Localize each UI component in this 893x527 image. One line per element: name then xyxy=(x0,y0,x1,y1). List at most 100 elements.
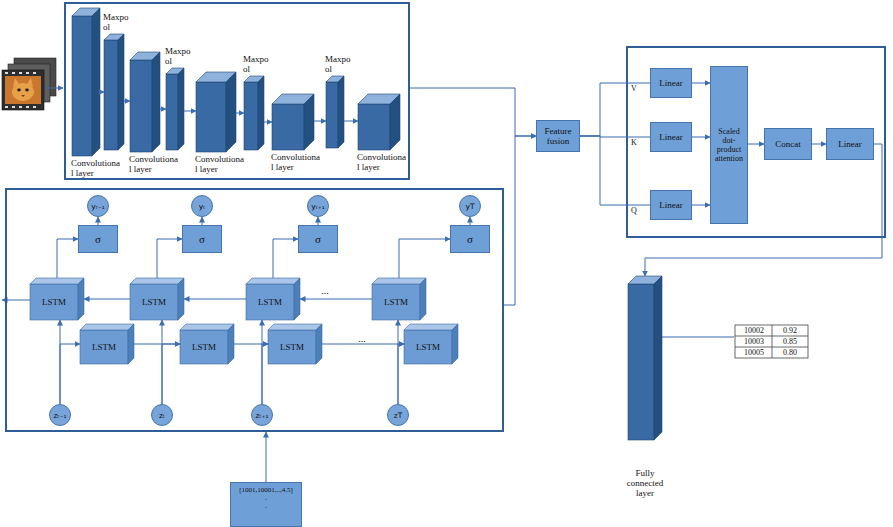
box-3d-shape xyxy=(244,76,264,150)
box-front-face xyxy=(268,330,316,364)
connector xyxy=(692,205,710,206)
node-text: yₜ₋₁ xyxy=(91,202,105,211)
input-vector-box: [1001,10001,..,4.5].. xyxy=(230,482,302,527)
edge-label: Q xyxy=(627,206,641,215)
ellipsis: ... xyxy=(352,333,372,344)
input-circle: zₜ xyxy=(151,404,173,426)
box-side-face xyxy=(390,94,400,150)
layer-caption: Maxpo ol xyxy=(103,12,131,32)
layer-caption: Convolutiona l layer xyxy=(71,158,124,178)
input-arrow xyxy=(45,88,63,89)
input-circle: zₜ₋₁ xyxy=(49,404,71,426)
box-top-face xyxy=(268,324,322,330)
box-front-face xyxy=(326,82,338,148)
box-face: LSTM xyxy=(180,330,228,364)
node-text: . xyxy=(265,502,267,510)
linear-box: Linear xyxy=(650,68,692,98)
box-side-face xyxy=(178,278,184,320)
node-text: LSTM xyxy=(384,297,408,307)
ellipsis: ... xyxy=(315,285,335,296)
box-side-face xyxy=(654,276,662,440)
film-hole xyxy=(12,106,15,108)
box-3d-shape xyxy=(628,276,662,440)
layer-caption: Convolutiona l layer xyxy=(129,154,182,174)
bilstm-block: yₜ₋₁yₜyₜ₊₁yTσσσσLSTMLSTMLSTMLSTMLSTMLSTM… xyxy=(5,188,504,432)
box-face: LSTM xyxy=(30,284,78,320)
input-circle: zₜ₊₁ xyxy=(251,404,273,426)
node-text: yT xyxy=(465,202,474,211)
box-3d-shape xyxy=(104,34,124,150)
box-3d-shape xyxy=(358,94,400,150)
attention-block: LinearLinearLinearScaled dot- product at… xyxy=(626,46,886,238)
node-text: Maxpo ol xyxy=(325,54,353,74)
maxpool-layer: Maxpo ol xyxy=(166,68,184,150)
layer-caption: Convolutiona l layer xyxy=(195,154,248,174)
connector xyxy=(124,101,130,102)
box-side-face xyxy=(258,76,264,150)
table-rule xyxy=(735,336,808,337)
box-face: LSTM xyxy=(404,330,452,364)
box-front-face xyxy=(30,284,78,320)
box-3d-shape xyxy=(130,52,160,152)
box-front-face xyxy=(246,284,294,320)
table-cell: 0.92 xyxy=(772,325,808,336)
box-front-face xyxy=(272,104,304,150)
connector xyxy=(580,83,650,136)
connector xyxy=(504,136,536,305)
box-side-face xyxy=(92,8,100,156)
film-hole xyxy=(19,72,22,74)
cnn-block: Convolutiona l layer Maxpo ol Convolutiona… xyxy=(64,2,410,180)
cat-ear xyxy=(13,78,19,87)
lstm-cell: LSTM xyxy=(268,324,322,364)
connector xyxy=(692,83,710,84)
film-hole xyxy=(12,72,15,74)
box-face: LSTM xyxy=(130,284,178,320)
table-rule xyxy=(735,347,808,348)
film-hole xyxy=(33,72,36,74)
box-top-face xyxy=(246,278,300,284)
sigmoid-box: σ xyxy=(182,225,222,253)
connector xyxy=(184,111,196,112)
connector xyxy=(314,121,326,122)
box-front-face xyxy=(80,330,128,364)
fc-layer: Fully connected layer xyxy=(628,276,662,440)
film-hole xyxy=(5,106,8,108)
node-text: yₜ₊₁ xyxy=(311,202,325,211)
box-3d-shape xyxy=(326,76,344,148)
table-cell: 10002 xyxy=(736,325,772,336)
box-top-face xyxy=(80,324,134,330)
cat-nose xyxy=(21,95,25,97)
lstm-cell: LSTM xyxy=(246,278,300,320)
node-text: LSTM xyxy=(416,342,440,352)
box-side-face xyxy=(294,278,300,320)
lstm-cell: LSTM xyxy=(404,324,458,364)
output-circle: yT xyxy=(459,195,481,217)
connector xyxy=(157,239,182,278)
box-face: LSTM xyxy=(80,330,128,364)
box-front-face xyxy=(166,74,178,150)
node-text: [1001,10001,..,4.5] xyxy=(239,486,293,494)
node-text: LSTM xyxy=(280,342,304,352)
layer-caption: Fully connected layer xyxy=(620,468,670,498)
linear-box: Linear xyxy=(826,128,874,160)
box-side-face xyxy=(452,324,458,364)
output-circle: yₜ₋₁ xyxy=(87,195,109,217)
node-text: zT xyxy=(394,411,403,420)
connector xyxy=(273,239,298,278)
node-text: Scaled dot- product attention xyxy=(711,127,747,163)
box-3d-shape xyxy=(72,8,100,156)
box-front-face xyxy=(72,16,92,156)
box-front-face xyxy=(196,82,226,152)
film-hole xyxy=(26,72,29,74)
box-front-face xyxy=(104,40,118,150)
node-text: LSTM xyxy=(192,342,216,352)
box-top-face xyxy=(130,278,184,284)
linear-box: Linear xyxy=(650,122,692,152)
box-side-face xyxy=(304,94,314,150)
connector xyxy=(645,144,882,276)
box-side-face xyxy=(316,324,322,364)
table-cell: 10005 xyxy=(736,347,772,358)
input-circle: zT xyxy=(387,404,409,426)
